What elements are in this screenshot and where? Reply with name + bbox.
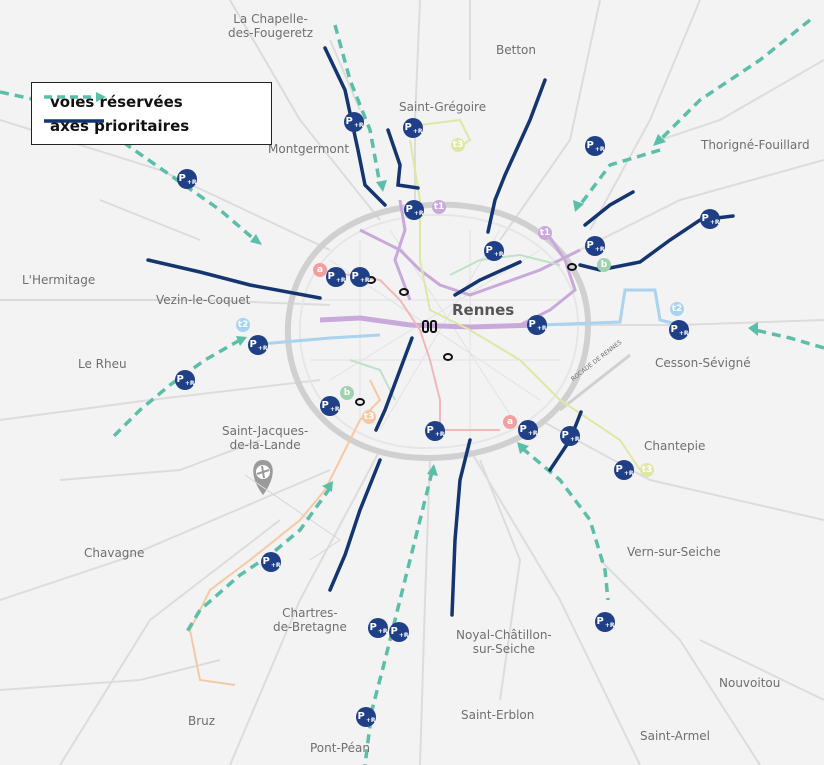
town-label-pont-pean: Pont-Péan [310,741,370,755]
line-south-west-marker: t3 [362,410,376,424]
town-label-chantepie: Chantepie [644,439,706,453]
city-streets [310,229,560,440]
priority-axis-noyal [450,438,472,617]
park-ride-icon[interactable]: P+R [585,236,605,256]
line-t1-path [393,199,412,301]
line-t1-east-marker: t1 [538,226,552,240]
priority-axis-northeast-short [583,190,635,227]
line-green-path [349,359,396,401]
priority-axis-betton [486,78,547,234]
park-ride-icon[interactable]: P+R [389,622,409,642]
park-ride-icon[interactable]: P+R [518,420,538,440]
interchanges [355,263,577,406]
rocade-segment [559,353,631,412]
park-ride-icon[interactable]: P+R [326,267,346,287]
dashed-arrow-icon [44,92,106,102]
reserved-lane-chavagne [183,486,332,636]
park-ride-icon[interactable]: P+R [350,267,370,287]
map-legend: voies réservées axes prioritaires [31,82,272,145]
priority-axis-chapelle [323,46,387,207]
park-ride-icon[interactable]: P+R [614,460,634,480]
park-ride-icon[interactable]: P+R [585,136,605,156]
metro-line-b-path [359,228,581,297]
line-t3-marker: t3 [451,138,465,152]
town-label-montgermont: Montgermont [268,142,350,156]
reserved-lane-chapelle [333,24,382,186]
town-label-cesson-sevigne: Cesson-Sévigné [655,356,751,370]
town-label-chavagne: Chavagne [84,546,145,560]
park-ride-icon[interactable]: P+R [669,320,689,340]
metro-line-b-marker: b [340,386,354,400]
ring-road [284,201,592,462]
park-ride-icon[interactable]: P+R [484,241,504,261]
park-ride-icon[interactable]: P+R [404,200,424,220]
line-t2-west-path [249,333,381,347]
town-label-la-chapelle-des-fougeretz: La Chapelle- des-Fougeretz [228,12,314,40]
line-t3-east-marker: t3 [640,463,654,477]
metro-line-a-south-marker: a [503,415,517,429]
park-ride-icon[interactable]: P+R [403,118,423,138]
reserved-lane-thorigne [658,18,812,142]
town-label-lhermitage: L'Hermitage [22,273,96,287]
line-t2-east-path [539,288,681,327]
town-label-thorigne-fouillard: Thorigné-Fouillard [701,138,810,152]
metro-line-a-marker: a [313,263,327,277]
park-ride-icon[interactable]: P+R [175,370,195,390]
solid-line-icon [44,119,104,123]
legend-row-reserved: voies réservées [42,91,183,113]
priority-axis-center-north [453,260,522,297]
town-label-saint-armel: Saint-Armel [640,729,711,743]
park-ride-icon[interactable]: P+R [261,552,281,572]
priority-axis-saint-gregoire [386,128,420,190]
reserved-lane-cesson [754,328,824,350]
town-label-le-rheu: Le Rheu [78,357,127,371]
priority-axis-vezin [146,258,322,300]
town-label-nouvoitou: Nouvoitou [719,676,781,690]
park-ride-icon[interactable]: P+R [177,169,197,189]
park-ride-icon[interactable]: P+R [248,335,268,355]
town-label-chartres-de-bretagne: Chartres- de-Bretagne [273,606,347,634]
park-ride-icon[interactable]: P+R [425,421,445,441]
town-label-saint-erblon: Saint-Erblon [461,708,535,722]
line-t1-marker: t1 [432,200,446,214]
priority-axis-chartres [328,458,382,592]
reserved-lane-rheu [108,338,241,442]
park-ride-icon[interactable]: P+R [527,315,547,335]
reserved-lane-vern [520,446,610,601]
park-ride-icon[interactable]: P+R [560,426,580,446]
town-label-saint-gregoire: Saint-Grégoire [399,100,487,114]
airport-runway [244,474,341,561]
metro-line-b-east-marker: b [597,258,611,272]
park-ride-icon[interactable]: P+R [368,618,388,638]
town-label-noyal-chatillon-sur-seiche: Noyal-Châtillon- sur-Seiche [456,628,552,656]
airport-pin-icon [253,460,273,495]
line-t2-east-marker: t2 [670,302,684,316]
city-label-rennes: Rennes [452,301,515,319]
town-label-saint-jacques-de-la-lande: Saint-Jacques- de-la-Lande [222,424,309,452]
park-ride-icon[interactable]: P+R [344,112,364,132]
reserved-lane-arrows [236,134,758,492]
park-ride-icon[interactable]: P+R [320,396,340,416]
priority-axis-center-south [374,336,414,432]
town-label-bruz: Bruz [188,714,216,728]
park-ride-icon[interactable]: P+R [700,209,720,229]
park-ride-icon[interactable]: P+R [595,612,615,632]
legend-row-priority: axes prioritaires [42,115,189,137]
town-label-betton: Betton [496,43,536,57]
metro-trunk-path [319,315,541,330]
reserved-lane-northeast [578,148,661,207]
line-t3-path [409,139,641,471]
town-label-vern-sur-seiche: Vern-sur-Seiche [627,545,721,559]
park-ride-icon[interactable]: P+R [356,707,376,727]
town-label-vezin-le-coquet: Vezin-le-Coquet [156,293,251,307]
line-t2-marker: t2 [236,318,250,332]
